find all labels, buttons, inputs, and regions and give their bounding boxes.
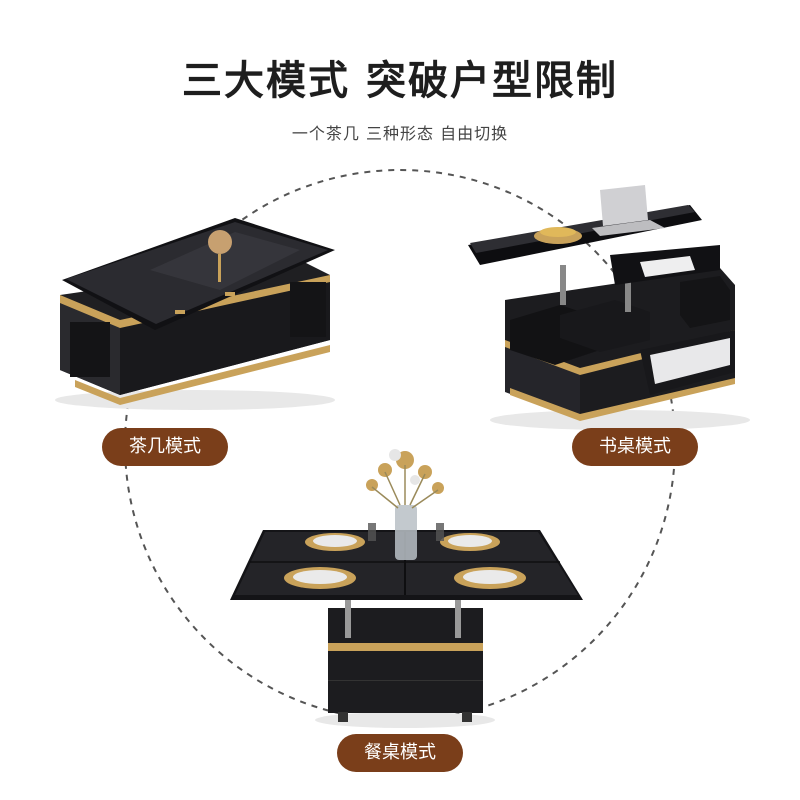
dining-table-image — [230, 449, 583, 728]
page-subtitle: 一个茶几 三种形态 自由切换 — [291, 124, 509, 143]
mode-badge-coffee-table: 茶几模式 — [102, 428, 228, 466]
coffee-table-image — [55, 218, 335, 410]
page-title: 三大模式 突破户型限制 — [182, 58, 618, 104]
mode-badge-dining-table: 餐桌模式 — [337, 734, 463, 772]
desk-image — [468, 185, 750, 430]
mode-badge-desk: 书桌模式 — [572, 428, 698, 466]
